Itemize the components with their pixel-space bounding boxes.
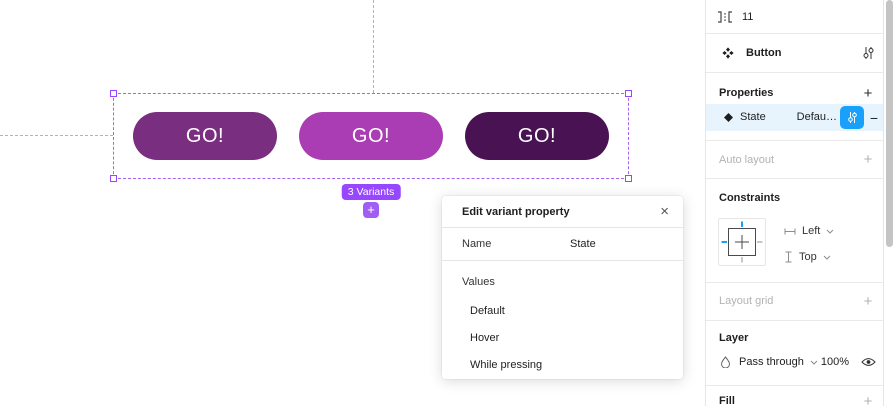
sliders-icon[interactable] bbox=[860, 46, 876, 60]
horizontal-constraint-value: Left bbox=[802, 225, 821, 237]
remove-property-button[interactable]: − bbox=[869, 109, 879, 126]
horizontal-guide-line bbox=[0, 135, 113, 136]
vertical-constraint-select[interactable]: Top bbox=[784, 250, 831, 264]
fill-header-row: Fill + bbox=[706, 386, 883, 406]
item-spacing-input[interactable]: 11 bbox=[742, 10, 754, 23]
divider bbox=[706, 385, 883, 386]
vertical-guide-line bbox=[373, 0, 374, 93]
go-button-label: GO! bbox=[517, 124, 557, 147]
variant-frame[interactable]: GO! GO! GO! bbox=[110, 90, 632, 182]
add-auto-layout-button[interactable]: + bbox=[863, 151, 873, 168]
horizontal-constraint-icon bbox=[784, 227, 796, 236]
divider bbox=[706, 140, 883, 141]
divider bbox=[706, 33, 883, 34]
value-item[interactable]: Default bbox=[470, 305, 505, 317]
layout-grid-header: Layout grid bbox=[719, 295, 774, 307]
add-fill-button[interactable]: + bbox=[863, 392, 873, 406]
name-label: Name bbox=[462, 238, 492, 250]
value-item[interactable]: Hover bbox=[470, 332, 500, 344]
chevron-down-icon bbox=[810, 360, 818, 365]
go-button-label: GO! bbox=[351, 124, 391, 147]
vertical-constraint-icon bbox=[784, 251, 793, 263]
component-icon bbox=[722, 47, 734, 59]
go-button-pressing[interactable]: GO! bbox=[465, 112, 609, 160]
opacity-input[interactable]: 100% bbox=[820, 356, 849, 368]
property-row-state[interactable]: State Defau… − bbox=[706, 104, 883, 131]
values-label: Values bbox=[462, 276, 495, 288]
go-button-hover[interactable]: GO! bbox=[299, 112, 443, 160]
scrollbar bbox=[884, 0, 895, 406]
properties-header-row: Properties + bbox=[706, 78, 883, 108]
fill-header: Fill bbox=[719, 395, 735, 406]
constraints-widget[interactable] bbox=[718, 218, 766, 266]
horizontal-constraint-select[interactable]: Left bbox=[784, 224, 834, 238]
variants-count-badge[interactable]: 3 Variants bbox=[341, 184, 401, 200]
properties-header: Properties bbox=[719, 87, 774, 99]
component-row[interactable]: Button bbox=[706, 34, 883, 72]
layer-header: Layer bbox=[719, 332, 749, 344]
selection-handle-bottom-right[interactable] bbox=[625, 175, 632, 182]
item-spacing-icon bbox=[717, 10, 733, 23]
selection-handle-top-right[interactable] bbox=[625, 90, 632, 97]
value-item[interactable]: While pressing bbox=[470, 359, 543, 371]
dialog-title: Edit variant property bbox=[462, 205, 570, 218]
go-button-default[interactable]: GO! bbox=[133, 112, 277, 160]
constraints-header-row: Constraints bbox=[706, 183, 883, 213]
property-name-row: Name State bbox=[442, 228, 683, 261]
eye-icon[interactable] bbox=[859, 350, 877, 374]
chevron-down-icon bbox=[823, 255, 831, 260]
right-panel: 11 Button Properties + bbox=[705, 0, 884, 406]
edit-variant-dialog: Edit variant property × Name State Value… bbox=[442, 196, 683, 379]
chevron-down-icon bbox=[826, 229, 834, 234]
vertical-constraint-value: Top bbox=[799, 251, 817, 263]
edit-property-button[interactable] bbox=[840, 106, 864, 129]
auto-layout-header: Auto layout bbox=[719, 153, 775, 166]
layout-grid-header-row: Layout grid + bbox=[706, 283, 883, 319]
selection-handle-bottom-left[interactable] bbox=[110, 175, 117, 182]
divider bbox=[706, 72, 883, 73]
close-icon[interactable]: × bbox=[660, 203, 669, 220]
auto-layout-header-row: Auto layout + bbox=[706, 141, 883, 178]
add-property-button[interactable]: + bbox=[863, 84, 873, 102]
property-name-input[interactable]: State bbox=[570, 238, 596, 250]
component-name: Button bbox=[746, 47, 782, 59]
values-list: Default Hover While pressing bbox=[462, 298, 683, 379]
constraints-header: Constraints bbox=[719, 192, 781, 204]
values-section: Values Default Hover While pressing bbox=[442, 261, 683, 379]
item-spacing-row: 11 bbox=[706, 0, 883, 33]
blend-mode-row: Pass through 100% bbox=[706, 350, 883, 374]
divider bbox=[706, 178, 883, 179]
layer-header-row: Layer bbox=[706, 323, 883, 353]
property-name: State bbox=[740, 111, 766, 123]
property-value[interactable]: Defau… bbox=[796, 111, 837, 123]
scrollbar-thumb[interactable] bbox=[886, 0, 893, 247]
property-diamond-icon bbox=[724, 113, 733, 122]
constraint-frame bbox=[728, 228, 756, 256]
divider bbox=[706, 320, 883, 321]
divider bbox=[706, 282, 883, 283]
dialog-header[interactable]: Edit variant property × bbox=[442, 196, 683, 228]
go-button-label: GO! bbox=[185, 124, 225, 147]
selection-handle-top-left[interactable] bbox=[110, 90, 117, 97]
blend-mode-select[interactable]: Pass through bbox=[739, 356, 804, 368]
add-variant-button[interactable]: + bbox=[363, 202, 379, 218]
add-layout-grid-button[interactable]: + bbox=[863, 292, 873, 310]
blend-mode-icon bbox=[720, 356, 731, 368]
